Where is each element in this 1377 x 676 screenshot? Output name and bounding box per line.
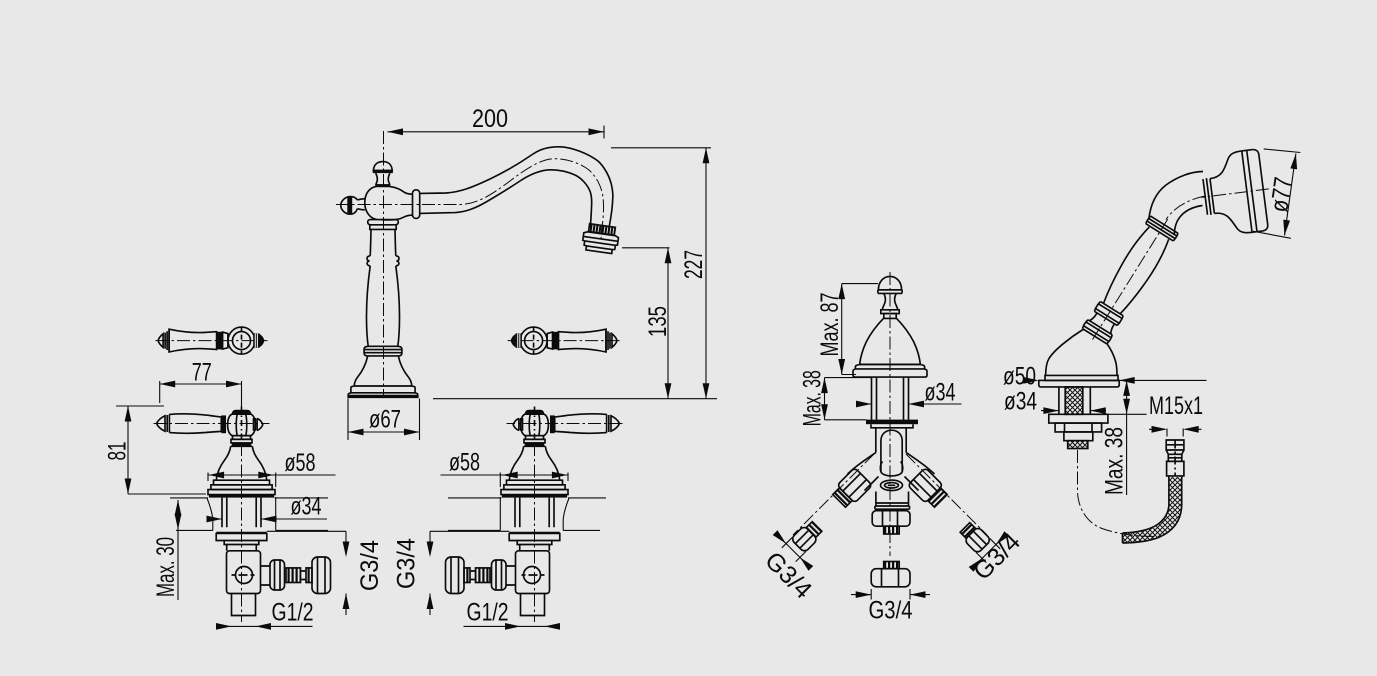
svg-text:Max. 30: Max. 30 bbox=[152, 537, 180, 597]
svg-text:ø34: ø34 bbox=[1004, 388, 1037, 416]
svg-text:ø67: ø67 bbox=[369, 406, 401, 434]
svg-text:Max. 38: Max. 38 bbox=[799, 370, 827, 426]
svg-text:Max. 87: Max. 87 bbox=[816, 293, 844, 357]
svg-text:227: 227 bbox=[680, 250, 708, 279]
svg-text:ø34: ø34 bbox=[925, 379, 956, 407]
svg-text:ø58: ø58 bbox=[285, 449, 316, 477]
svg-text:G1/2: G1/2 bbox=[272, 599, 314, 627]
svg-text:ø50: ø50 bbox=[1003, 363, 1036, 391]
svg-text:G3/4: G3/4 bbox=[393, 538, 421, 589]
svg-text:ø34: ø34 bbox=[291, 493, 322, 521]
svg-text:M15x1: M15x1 bbox=[1149, 392, 1203, 420]
svg-text:G3/4: G3/4 bbox=[869, 597, 913, 625]
svg-text:81: 81 bbox=[104, 442, 132, 461]
svg-text:G1/2: G1/2 bbox=[467, 599, 509, 627]
svg-text:ø58: ø58 bbox=[449, 449, 480, 477]
svg-text:200: 200 bbox=[472, 105, 508, 133]
svg-text:135: 135 bbox=[644, 306, 672, 337]
svg-text:G3/4: G3/4 bbox=[356, 540, 384, 591]
svg-text:77: 77 bbox=[192, 359, 212, 387]
svg-text:ø77: ø77 bbox=[1265, 175, 1298, 214]
svg-text:Max. 38: Max. 38 bbox=[1101, 427, 1129, 495]
